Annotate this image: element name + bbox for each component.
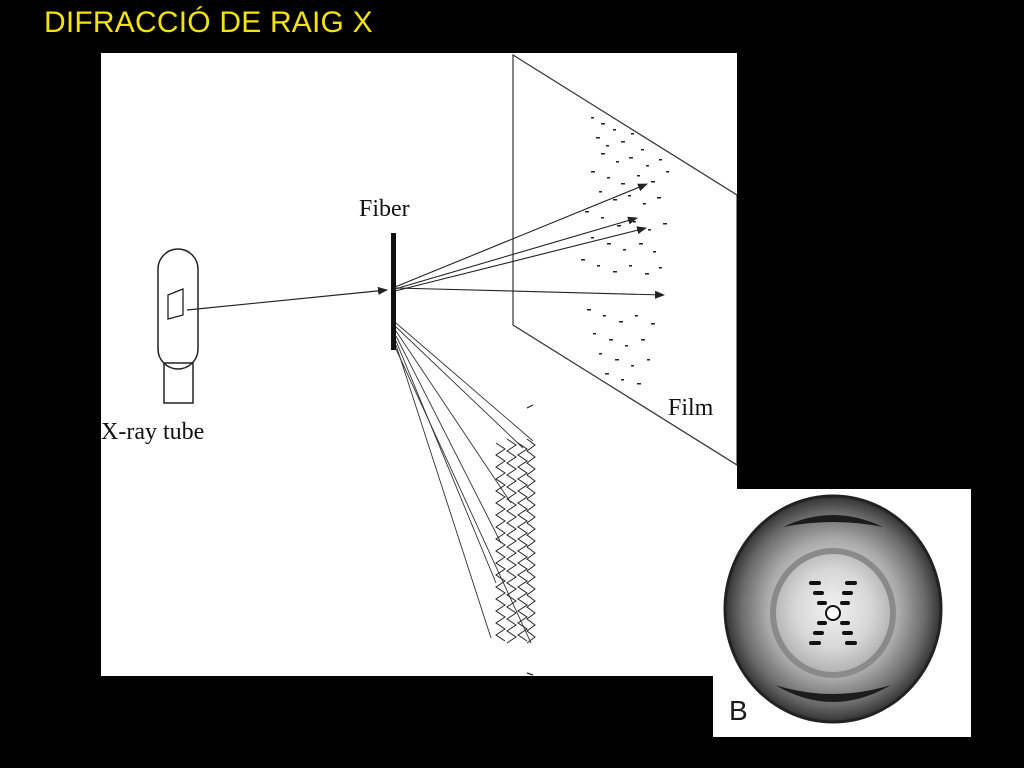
film-spot-pattern [581, 117, 669, 385]
meridional-arc-top [783, 515, 883, 527]
xray-tube-label: X-ray tube [101, 419, 204, 445]
diffracted-beams [394, 183, 665, 299]
diagram-canvas: Fiber Film X-ray tube [101, 53, 737, 676]
fiber-sample [391, 233, 396, 350]
helix-axis-mark-top [526, 404, 534, 409]
slide-title: DIFRACCIÓ DE RAIG X [44, 6, 373, 39]
dna-helix-model [495, 438, 536, 644]
diffraction-photo-panel: B [713, 489, 971, 737]
photo-51-image: B [723, 494, 943, 726]
film-plate [512, 53, 737, 466]
beam-stop [825, 605, 841, 621]
meridional-arc-bottom [775, 685, 891, 702]
fiber-label: Fiber [359, 196, 410, 222]
panel-letter: B [729, 695, 748, 726]
incident-beam [186, 286, 388, 311]
diffraction-diagram: Fiber Film X-ray tube [101, 53, 737, 676]
helix-axis-mark-bottom [526, 672, 534, 676]
helix-rays [395, 322, 534, 644]
diffraction-ring-inner [770, 548, 896, 678]
x-pattern-spots [809, 581, 857, 645]
diffraction-ring-outer [723, 494, 943, 724]
xray-tube-icon [157, 248, 199, 404]
film-label: Film [668, 395, 714, 421]
